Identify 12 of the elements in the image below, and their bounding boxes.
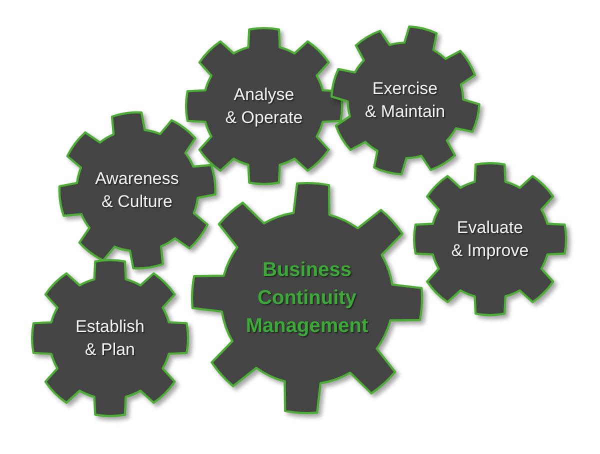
gear-label: Awareness & Culture — [95, 168, 179, 213]
gear-label: Business Continuity Management — [246, 258, 368, 339]
gear — [186, 28, 342, 184]
gear-label: Establish & Plan — [76, 316, 144, 361]
gear — [414, 162, 566, 316]
gear — [330, 24, 480, 176]
gear — [32, 260, 188, 416]
gear-label: Analyse & Operate — [225, 84, 303, 129]
gear — [58, 110, 216, 270]
gear-label: Evaluate & Improve — [451, 216, 529, 262]
gear — [190, 182, 424, 414]
gear-label: Exercise & Maintain — [364, 78, 446, 123]
